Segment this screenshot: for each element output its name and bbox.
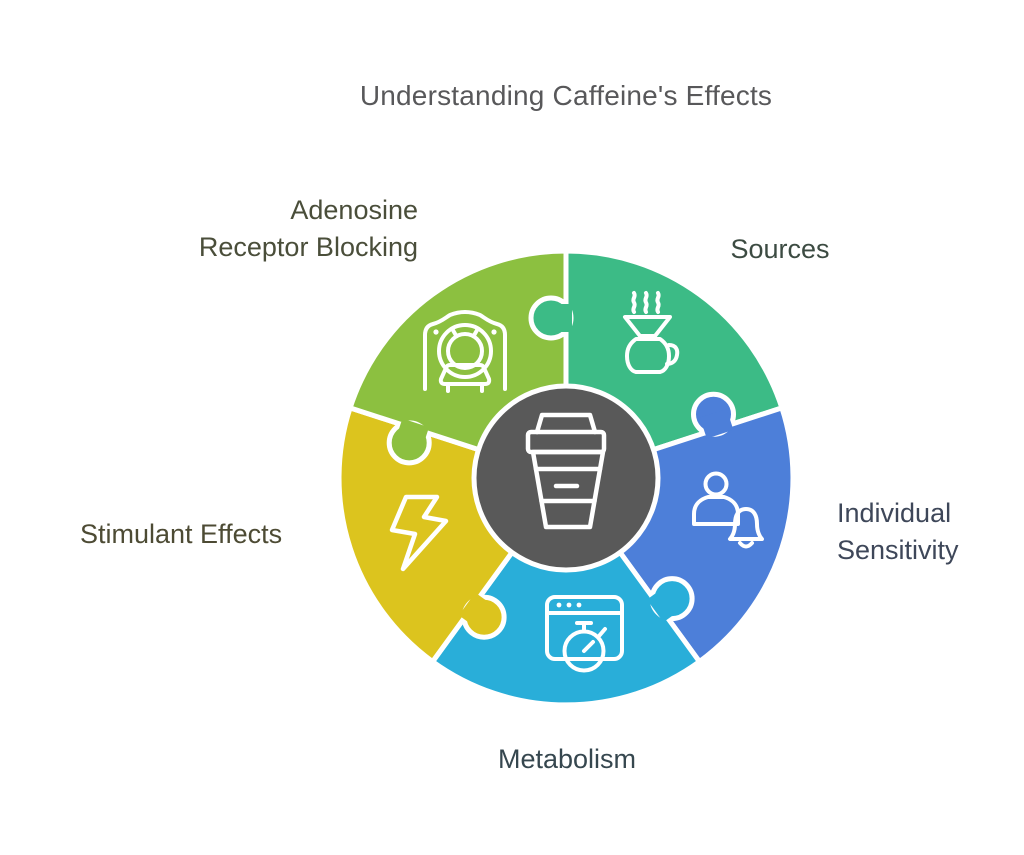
- mri-scanner-icon: [423, 310, 507, 393]
- label-line: Stimulant Effects: [80, 519, 283, 549]
- hub-circle: [471, 383, 661, 573]
- metabolism-tab-neck: [646, 586, 682, 623]
- adenosine-tab-neck: [395, 418, 429, 449]
- pour-over-coffee-icon: [623, 291, 680, 374]
- label-line: Individual: [837, 498, 952, 528]
- label-line: Metabolism: [497, 744, 637, 774]
- diagram-title: Understanding Caffeine's Effects: [359, 80, 773, 111]
- label-line: Sources: [730, 234, 830, 264]
- label-line: Receptor Blocking: [198, 232, 418, 262]
- metabolism-sector: [430, 475, 702, 708]
- label-metabolism: Metabolism: [467, 741, 667, 778]
- center-hub: [471, 383, 661, 573]
- person-with-bell-icon: [692, 471, 764, 549]
- lightning-bolt-icon: [389, 494, 449, 572]
- label-individual-sensitivity: Individual Sensitivity: [837, 495, 959, 569]
- label-stimulant-effects: Stimulant Effects: [80, 516, 283, 553]
- stopwatch-browser-icon: [545, 595, 624, 673]
- segment-icons: [389, 291, 764, 673]
- label-sources: Sources: [680, 231, 880, 268]
- sources-tab-neck: [550, 304, 572, 332]
- puzzle-tabs: [386, 295, 736, 640]
- individual-tab-neck: [700, 409, 734, 439]
- label-adenosine-receptor-blocking: Adenosine Receptor Blocking: [100, 192, 418, 266]
- label-line: Adenosine: [290, 195, 418, 225]
- coffee-cup-icon: [525, 412, 607, 530]
- label-line: Sensitivity: [837, 535, 959, 565]
- stimulant-tab-neck: [458, 592, 494, 629]
